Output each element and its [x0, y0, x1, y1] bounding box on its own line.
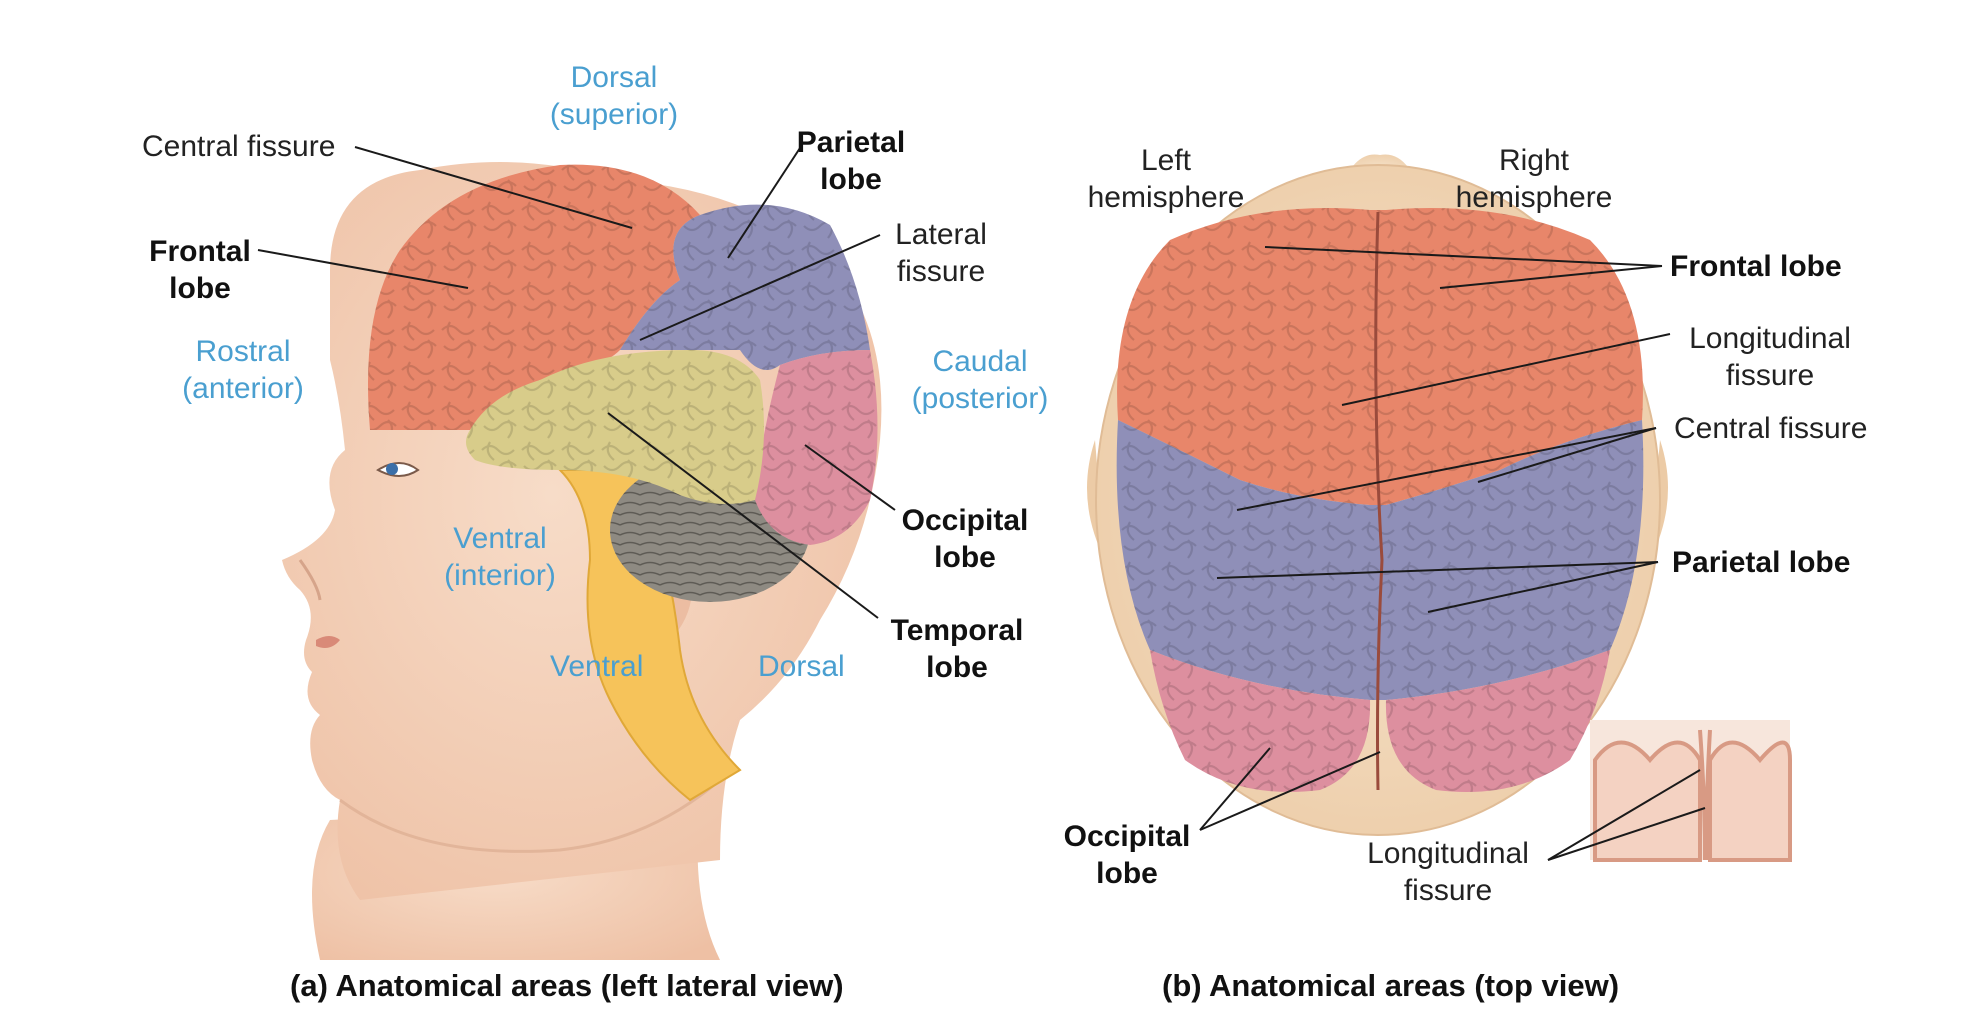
temporal-lobe-lateral [466, 350, 764, 504]
longitudinal-fissure-line [1374, 211, 1384, 791]
brainstem-spinal-cord [557, 469, 742, 802]
longitudinal-fissure-inset [1590, 720, 1792, 862]
direction-dorsal-superior: Dorsal (superior) [549, 61, 679, 131]
label-central-fissure-top: Central fissure [1674, 412, 1868, 445]
direction-dorsal-spine: Dorsal [758, 650, 845, 683]
direction-ventral-spine: Ventral [550, 650, 644, 683]
label-longitudinal-fissure-inset: Longitudinal fissure [1367, 837, 1529, 907]
direction-rostral-anterior: Rostral (anterior) [182, 335, 304, 405]
label-parietal-lobe-lateral: Parietal lobe [796, 126, 906, 196]
label-frontal-lobe-top: Frontal lobe [1670, 250, 1842, 283]
caption-top-view: (b) Anatomical areas (top view) [1162, 968, 1620, 1003]
label-right-hemisphere: Right hemisphere [1455, 144, 1613, 214]
occipital-lobe-lateral [755, 350, 878, 545]
frontal-lobe-top [1117, 208, 1643, 505]
label-frontal-lobe-lateral: Frontal lobe [149, 235, 251, 305]
caption-lateral-view: (a) Anatomical areas (left lateral view) [290, 968, 844, 1003]
label-lateral-fissure: Lateral fissure [895, 218, 987, 288]
leader-lines [257, 146, 1706, 861]
label-longitudinal-fissure-top: Longitudinal fissure [1689, 322, 1851, 392]
label-parietal-lobe-top: Parietal lobe [1672, 546, 1851, 579]
label-central-fissure-lateral: Central fissure [142, 130, 336, 163]
parietal-lobe-lateral [620, 204, 870, 370]
label-occipital-lobe-lateral: Occipital lobe [901, 504, 1029, 574]
direction-ventral-interior: Ventral (interior) [444, 522, 556, 592]
frontal-lobe-lateral [368, 164, 700, 431]
parietal-lobe-top [1116, 420, 1644, 700]
direction-caudal-posterior: Caudal (posterior) [911, 345, 1049, 415]
occipital-lobe-top [1150, 650, 1610, 792]
label-temporal-lobe-lateral: Temporal lobe [890, 614, 1024, 684]
label-occipital-lobe-top: Occipital lobe [1063, 820, 1191, 890]
label-left-hemisphere: Left hemisphere [1087, 144, 1245, 214]
